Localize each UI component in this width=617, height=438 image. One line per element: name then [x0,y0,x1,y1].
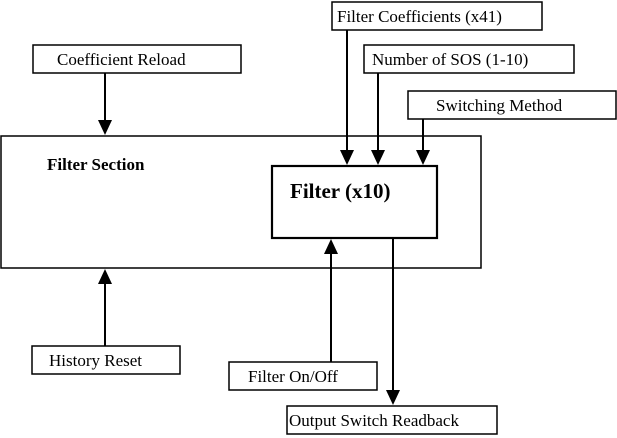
filter-box [270,164,439,240]
coefficient-reload-box [32,44,242,74]
history-reset-box [31,345,181,375]
filter-coefficients-label: Filter Coefficients (x41) [337,7,502,26]
filter-on-off-arrow [324,239,338,362]
switching-method-arrow [416,119,430,165]
number-of-sos-arrow [371,73,385,165]
number-of-sos-label: Number of SOS (1-10) [372,50,528,69]
output-switch-readback-label: Output Switch Readback [289,411,459,430]
filter-coefficients-box [331,1,543,31]
filter-section-label: Filter Section [47,155,145,174]
filter-label: Filter (x10) [290,179,391,203]
coefficient-reload-arrow [98,73,112,135]
output-switch-readback-arrow [386,238,400,405]
filter-coefficients-arrow [340,30,354,165]
coefficient-reload-label: Coefficient Reload [57,50,186,69]
switching-method-box [407,90,617,120]
history-reset-arrow [98,269,112,346]
switching-method-label: Switching Method [436,96,563,115]
history-reset-label: History Reset [49,351,142,370]
filter-on-off-label: Filter On/Off [248,367,338,386]
output-switch-readback-box [286,405,498,435]
number-of-sos-box [363,44,575,74]
filter-on-off-box [228,361,378,391]
